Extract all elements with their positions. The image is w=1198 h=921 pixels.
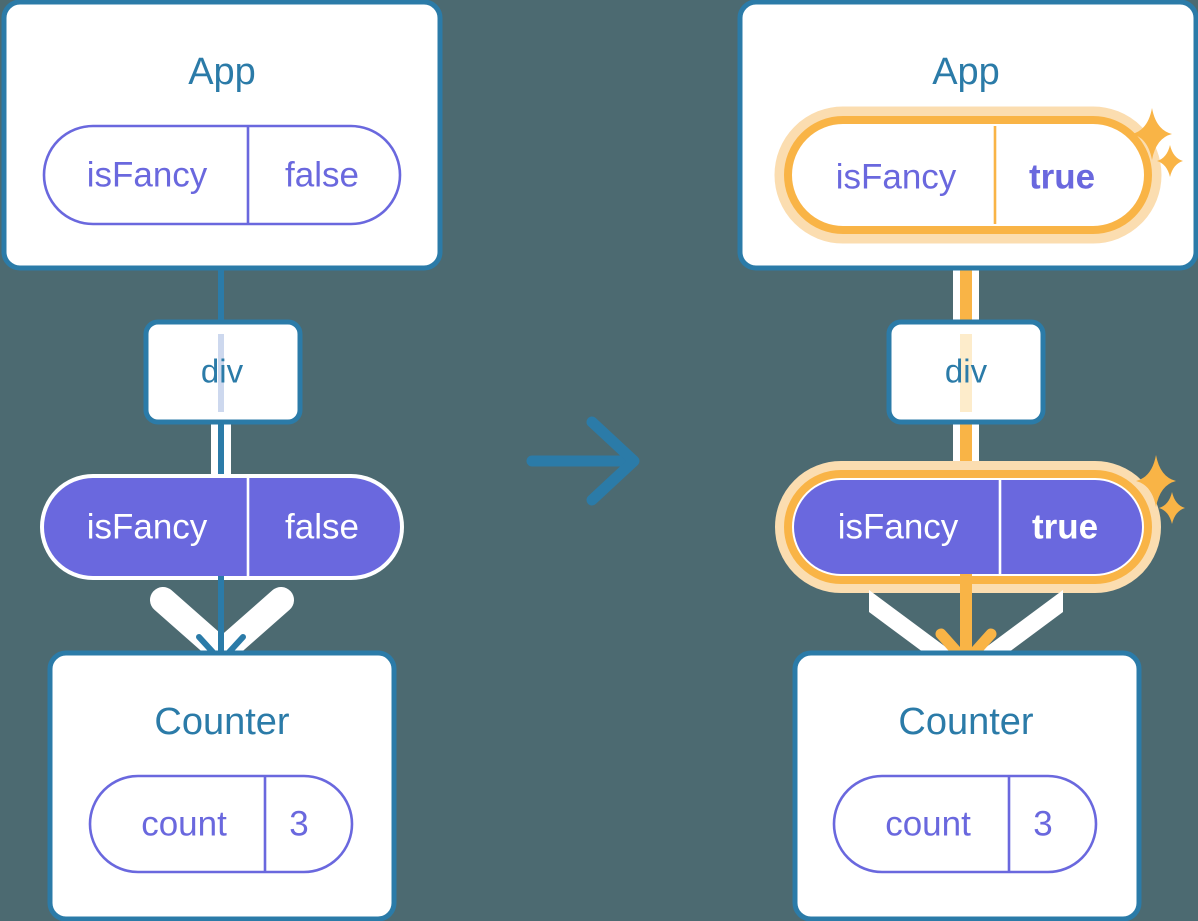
- counter-state-pill-key-after: count: [885, 804, 971, 843]
- app-state-pill-value-before: false: [285, 155, 359, 194]
- prop-pill-after: isFancy true: [775, 461, 1161, 593]
- render-chevron-before: [150, 587, 294, 665]
- app-card-title-before: App: [188, 51, 256, 93]
- sparkle-small-icon-prop-after: [1159, 492, 1185, 524]
- app-state-pill-shape-before: [42, 124, 402, 226]
- prop-pill-shape-after: [794, 480, 1142, 574]
- prop-pill-value-before: false: [285, 507, 359, 546]
- counter-state-pill-value-after: 3: [1033, 804, 1052, 843]
- counter-card-title-after: Counter: [898, 701, 1034, 743]
- app-state-pill-glow-after: [774, 106, 1162, 244]
- prop-pill-shape-before: [44, 478, 400, 576]
- connector-div-to-pill-before: [218, 408, 224, 500]
- app-state-pill-after: isFancy true: [774, 106, 1162, 244]
- counter-state-pill-shape-after: [832, 774, 1098, 874]
- app-card-title-after: App: [932, 51, 1000, 93]
- counter-state-pill-shape-before: [88, 774, 354, 874]
- div-node-before: div: [143, 319, 303, 425]
- counter-state-pill-after: count 3: [832, 774, 1098, 874]
- div-node-label-before: div: [201, 353, 244, 390]
- sparkle-large-icon-app-after: [1132, 108, 1172, 160]
- div-node-after: div: [886, 319, 1046, 425]
- app-state-pill-key-before: isFancy: [87, 155, 208, 194]
- prop-pill-before: isFancy false: [40, 474, 404, 580]
- counter-state-pill-key-before: count: [141, 804, 227, 843]
- app-state-pill-key-after: isFancy: [836, 157, 957, 196]
- prop-pill-key-after: isFancy: [838, 507, 959, 546]
- transition-arrow: [526, 416, 640, 506]
- div-node-inner-line-before: [218, 334, 224, 412]
- counter-state-pill-before: count 3: [88, 774, 354, 874]
- app-state-pill-shape-after: [784, 116, 1152, 234]
- panel-after: App isFancy true div isFancy: [737, 0, 1198, 921]
- prop-pill-key-before: isFancy: [87, 507, 208, 546]
- sparkle-small-icon-app-after: [1157, 145, 1183, 177]
- connector-app-to-div-before: [218, 258, 224, 336]
- counter-state-pill-value-before: 3: [289, 804, 308, 843]
- sparkle-large-icon-prop-after: [1136, 455, 1176, 507]
- connector-pill-to-counter-before: [196, 576, 246, 664]
- div-node-inner-line-after: [960, 334, 972, 412]
- counter-card-title-before: Counter: [154, 701, 290, 743]
- panel-before: App isFancy false div isFancy false: [1, 0, 443, 921]
- app-state-pill-value-after: true: [1029, 157, 1095, 196]
- prop-pill-value-after: true: [1032, 507, 1098, 546]
- div-node-label-after: div: [945, 353, 988, 390]
- app-state-pill-before: isFancy false: [42, 124, 402, 226]
